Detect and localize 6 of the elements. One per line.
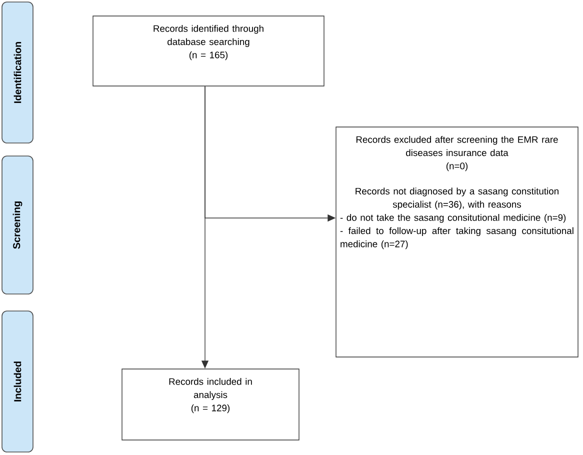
process-box: Records identified through database searching (n = 165): [92, 16, 324, 86]
stage-band: Included: [2, 310, 34, 452]
stage-band: Identification: [2, 2, 34, 144]
process-box: Records included in analysis (n = 129): [122, 368, 300, 440]
process-box: Records excluded after screening the EMR rare diseases insurance data (n=0) Records not diagnosed by a sasang constitution specialist (n=36), with reasons - do not take the sasang consitutional medicine (n=9) - failed to follow-up after taking sasang consitutional medicine (n=27): [336, 126, 578, 358]
stage-band: Screening: [2, 156, 34, 294]
